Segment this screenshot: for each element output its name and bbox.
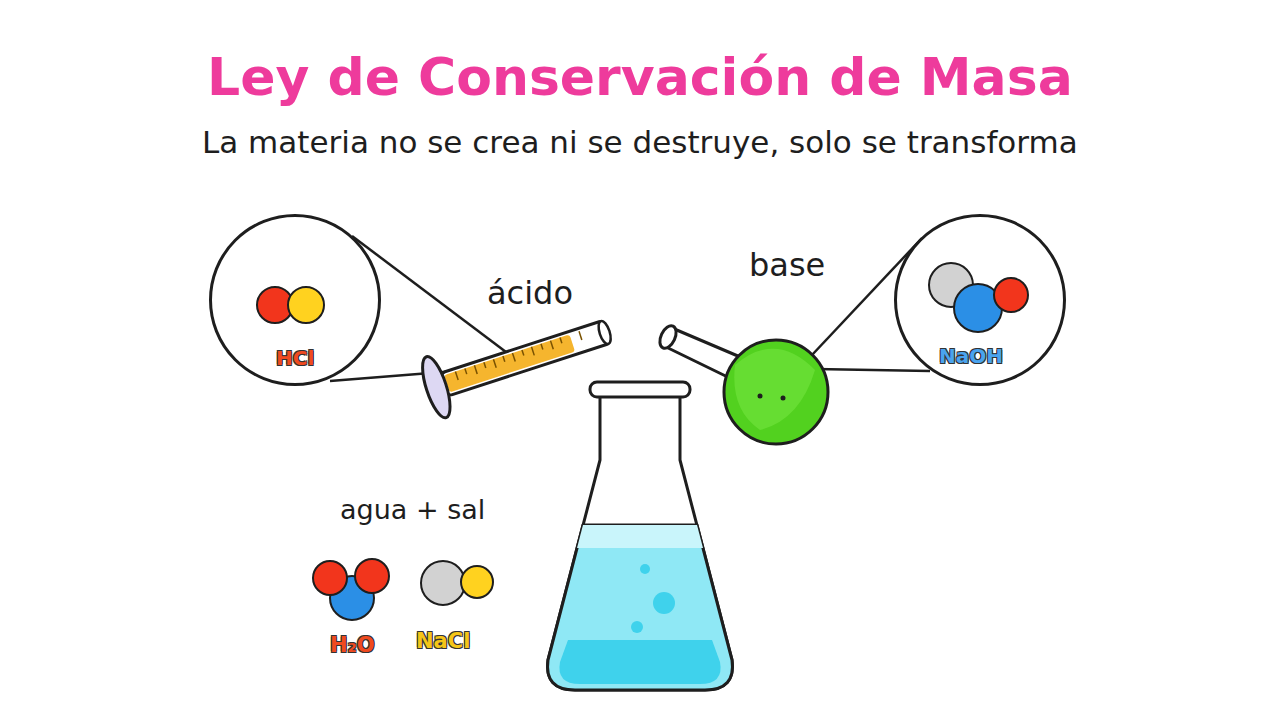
product-molecules xyxy=(313,559,493,620)
formula-label: H₂O xyxy=(330,633,375,657)
atom xyxy=(994,278,1028,312)
product-label: agua + sal xyxy=(340,494,485,525)
zoom-circle: HCl xyxy=(209,214,381,386)
formula-label: HCl xyxy=(276,347,314,369)
formula-label: NaCl xyxy=(416,629,470,653)
reagent-label: base xyxy=(749,247,825,284)
title: Ley de Conservación de Masa xyxy=(207,48,1073,108)
leader-lines xyxy=(330,236,930,381)
subtitle: La materia no se crea ni se destruye, so… xyxy=(202,125,1078,161)
reagent-label: ácido xyxy=(487,275,573,312)
formula-label: NaOH xyxy=(939,345,1003,367)
zoom-circle: NaOH xyxy=(894,214,1066,386)
graduated-cylinder xyxy=(417,301,619,421)
leader-line xyxy=(815,369,930,371)
erlenmeyer-flask xyxy=(548,382,733,690)
atom xyxy=(288,287,324,323)
